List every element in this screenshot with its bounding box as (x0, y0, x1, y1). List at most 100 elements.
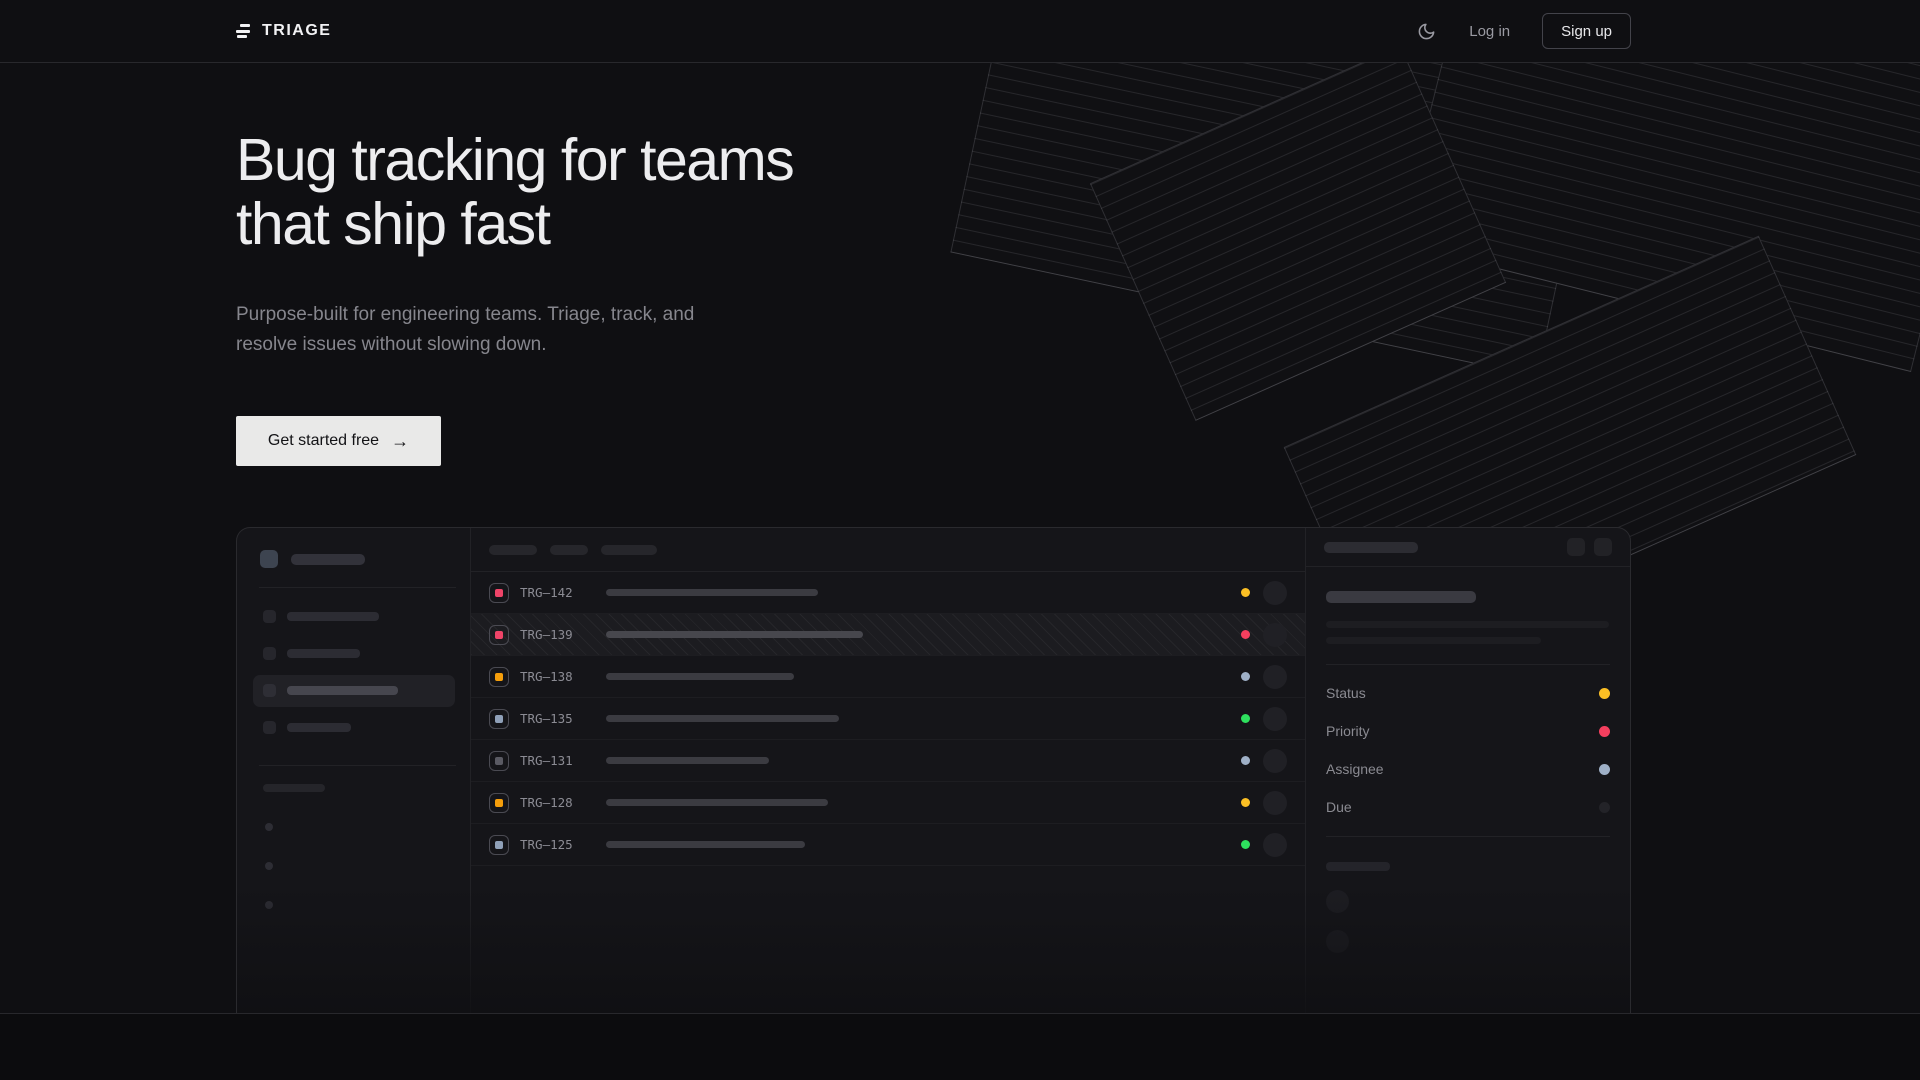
issue-status-dot (1241, 672, 1250, 681)
workspace-name-skeleton (291, 553, 365, 565)
issue-status-dot (1241, 630, 1250, 639)
detail-header-skeleton (1324, 541, 1418, 553)
moon-icon (1418, 23, 1435, 39)
issue-title-skeleton (606, 673, 794, 680)
preview-sidebar (237, 528, 471, 1013)
issue-title-skeleton (606, 715, 839, 722)
get-started-button[interactable]: Get started free → (236, 416, 441, 466)
issue-title-skeleton (606, 799, 828, 806)
sidebar-dot-item (265, 862, 273, 870)
issue-type-icon (489, 750, 509, 771)
issue-avatar (1263, 748, 1287, 773)
divider (1326, 836, 1610, 837)
sidebar-item-icon (263, 610, 276, 623)
issue-avatar (1263, 706, 1287, 731)
issue-type-icon (489, 792, 509, 813)
detail-field-due: Due (1326, 788, 1610, 826)
detail-field-label: Assignee (1326, 761, 1384, 777)
issue-status-dot (1241, 798, 1250, 807)
issue-status-dot (1241, 756, 1250, 765)
sidebar-item-skeleton (237, 709, 470, 746)
arrow-right-icon: → (391, 431, 410, 451)
sidebar-item-skeleton (237, 635, 470, 672)
issue-type-icon (489, 708, 509, 729)
workspace-avatar (260, 550, 278, 568)
divider (259, 765, 456, 766)
issue-row: TRG–128 (471, 782, 1305, 824)
signup-button[interactable]: Sign up (1542, 13, 1631, 49)
issue-title-skeleton (606, 757, 769, 764)
detail-field-label: Priority (1326, 723, 1370, 739)
issue-title-skeleton (606, 631, 863, 638)
issue-row: TRG–138 (471, 656, 1305, 698)
issue-id: TRG–139 (520, 627, 573, 642)
detail-field-priority: Priority (1326, 712, 1610, 750)
activity-avatar (1326, 890, 1349, 913)
detail-field-assignee: Assignee (1326, 750, 1610, 788)
issue-type-icon (489, 582, 509, 603)
brand-name: TRIAGE (262, 22, 332, 39)
workspace-switcher-skeleton (237, 528, 470, 568)
issue-avatar (1263, 664, 1287, 689)
divider (259, 587, 456, 588)
detail-field-label: Status (1326, 685, 1366, 701)
sidebar-item-skeleton (237, 598, 470, 635)
issue-type-icon (489, 666, 509, 687)
issue-avatar (1263, 790, 1287, 815)
issue-row: TRG–125 (471, 824, 1305, 866)
page-title: Bug tracking for teams that ship fast (236, 127, 795, 257)
detail-section-label-skeleton (1326, 862, 1390, 871)
issue-row: TRG–135 (471, 698, 1305, 740)
activity-avatar (1326, 930, 1349, 953)
detail-field-dot (1599, 801, 1610, 813)
issue-status-dot (1241, 714, 1250, 723)
issue-id: TRG–138 (520, 669, 573, 684)
detail-field-dot (1599, 763, 1610, 775)
theme-toggle[interactable] (1415, 20, 1437, 42)
divider (1326, 664, 1610, 665)
footer-section (0, 1014, 1920, 1080)
triage-logo-icon (236, 24, 252, 38)
detail-text-skeleton (1326, 621, 1609, 628)
sidebar-item-skeleton-selected (253, 674, 455, 707)
issue-id: TRG–125 (520, 837, 573, 852)
hero-subtitle: Purpose-built for engineering teams. Tri… (236, 304, 695, 355)
sidebar-item-icon (263, 684, 276, 697)
issue-row: TRG–139 (471, 614, 1305, 656)
issue-row: TRG–142 (471, 572, 1305, 614)
issue-id: TRG–131 (520, 753, 573, 768)
issue-id: TRG–135 (520, 711, 573, 726)
issue-type-icon (489, 624, 509, 645)
detail-field-status: Status (1326, 674, 1610, 712)
detail-title-skeleton (1326, 591, 1476, 603)
sidebar-item-icon (263, 647, 276, 660)
issue-title-skeleton (606, 841, 805, 848)
detail-field-label: Due (1326, 799, 1352, 815)
issue-avatar (1263, 580, 1287, 605)
issue-avatar (1263, 832, 1287, 857)
brand-logo: TRIAGE (236, 22, 331, 40)
issue-row: TRG–131 (471, 740, 1305, 782)
hero-section: Bug tracking for teams that ship fast Pu… (0, 63, 1920, 1014)
list-header-skeleton (471, 528, 1305, 572)
login-link[interactable]: Log in (1469, 22, 1511, 40)
detail-action-button (1594, 538, 1612, 556)
sidebar-section-label-skeleton (263, 784, 325, 792)
sidebar-item-icon (263, 721, 276, 734)
detail-field-dot (1599, 687, 1610, 699)
issue-title-skeleton (606, 589, 818, 596)
issue-id: TRG–142 (520, 585, 573, 600)
issue-id: TRG–128 (520, 795, 573, 810)
issue-status-dot (1241, 588, 1250, 597)
issue-avatar (1263, 622, 1287, 647)
sidebar-dot-item (265, 823, 273, 831)
detail-text-skeleton (1326, 637, 1541, 644)
sidebar-dot-item (265, 901, 273, 909)
issue-status-dot (1241, 840, 1250, 849)
detail-field-dot (1599, 725, 1610, 737)
issue-type-icon (489, 834, 509, 855)
